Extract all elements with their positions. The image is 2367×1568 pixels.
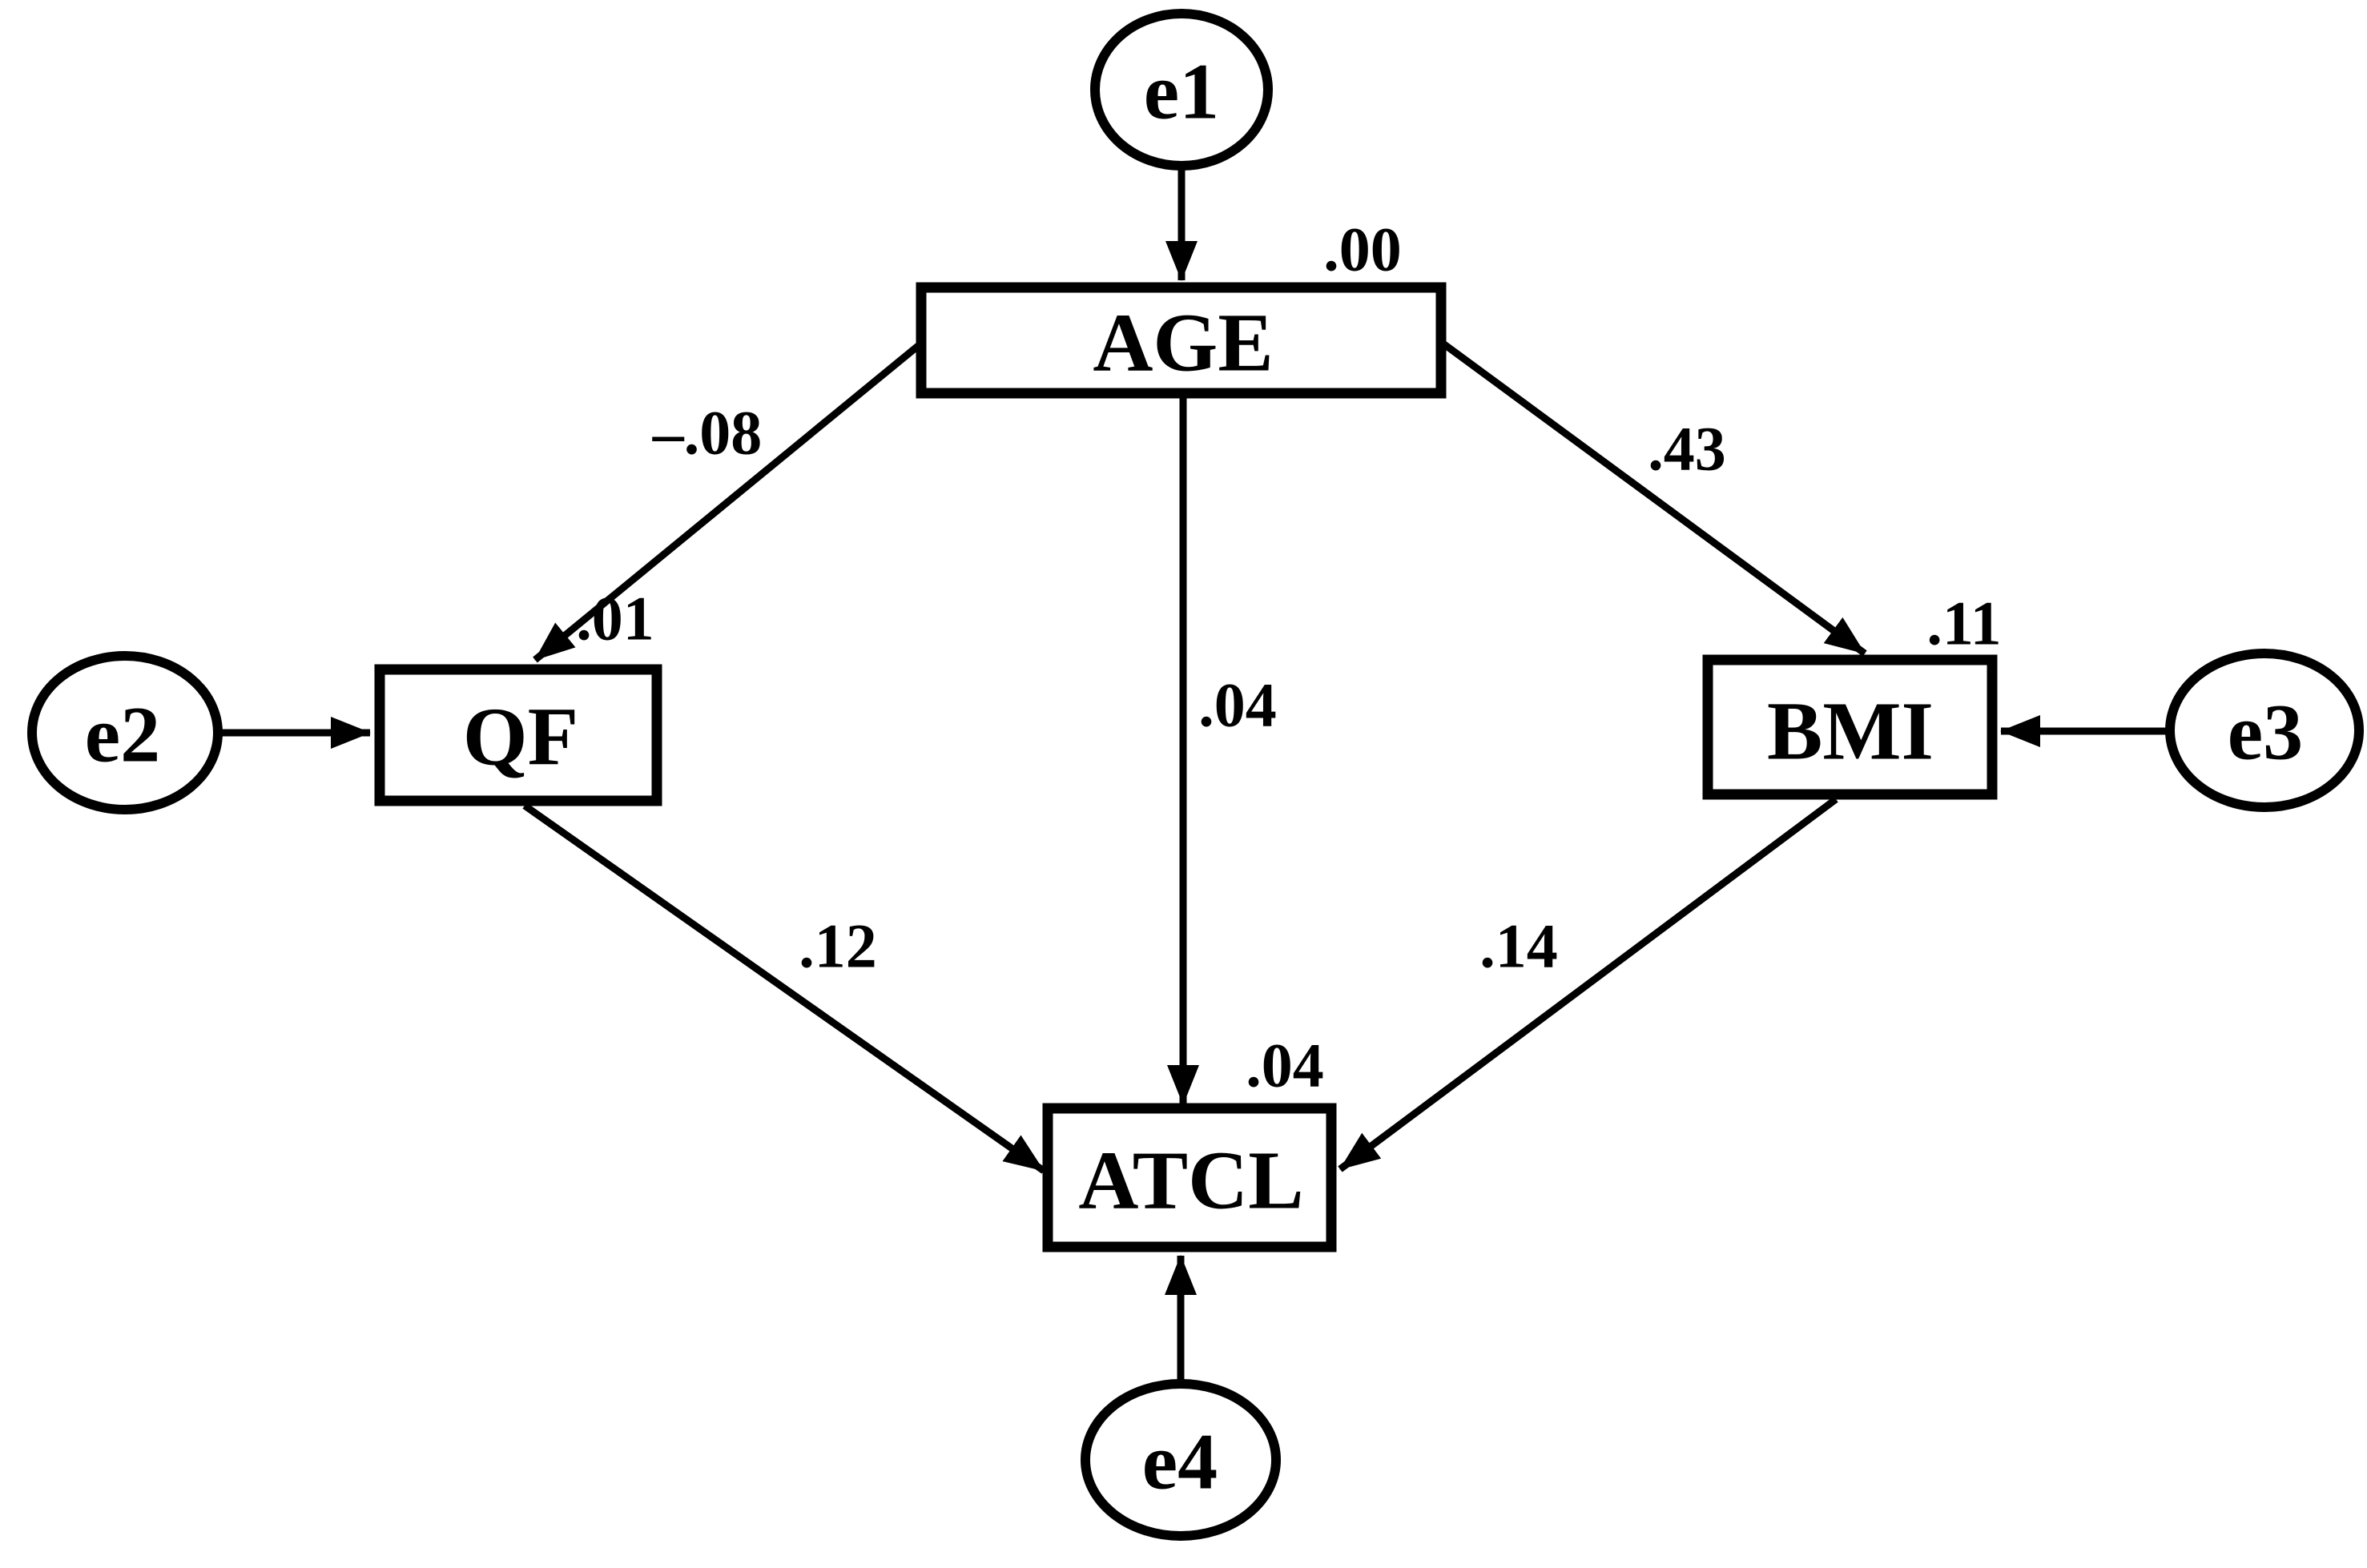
error-node-e4 — [1081, 1379, 1281, 1541]
coefficient-label-age-atcl: .04 — [1198, 670, 1277, 740]
coefficient-label-qf-atcl: .12 — [799, 911, 877, 981]
variance-labels: .00 .01 .11 .04 — [576, 215, 2001, 1100]
variance-label-atcl: .04 — [1246, 1031, 1324, 1100]
node-label-atcl: ATCL — [1078, 1135, 1303, 1227]
path-arrow-qf-to-atcl — [522, 802, 1046, 1174]
node-label-e3: e3 — [2228, 688, 2303, 777]
error-node-e2 — [27, 651, 223, 814]
node-label-bmi: BMI — [1767, 685, 1934, 778]
nodes — [27, 9, 2364, 1541]
node-label-e1: e1 — [1144, 47, 1219, 136]
path-arrow-bmi-to-atcl — [1338, 796, 1838, 1172]
edges — [218, 166, 2170, 1384]
node-label-e2: e2 — [85, 690, 160, 779]
node-labels: e1 e2 e3 e4 AGE QF BMI ATCL — [85, 47, 2303, 1506]
error-node-e3 — [2165, 649, 2364, 812]
variance-label-age: .00 — [1323, 215, 1402, 284]
error-node-e1 — [1090, 9, 1273, 171]
coefficient-label-age-bmi: .43 — [1648, 414, 1726, 484]
coefficient-labels: –.08 .43 .04 .12 .14 — [652, 398, 1726, 981]
path-arrow-age-to-bmi — [1442, 341, 1867, 657]
variable-node-age — [916, 282, 1447, 399]
coefficient-label-age-qf: –.08 — [652, 398, 763, 468]
node-label-qf: QF — [463, 691, 578, 783]
variance-label-qf: .01 — [576, 584, 654, 653]
node-label-age: AGE — [1093, 297, 1273, 389]
variance-label-bmi: .11 — [1926, 589, 2001, 658]
variable-node-atcl — [1042, 1103, 1337, 1252]
variable-node-bmi — [1702, 654, 1998, 800]
node-label-e4: e4 — [1142, 1417, 1218, 1506]
path-arrow-age-to-qf — [533, 343, 920, 663]
variable-node-qf — [374, 664, 662, 806]
coefficient-label-bmi-atcl: .14 — [1479, 911, 1558, 981]
